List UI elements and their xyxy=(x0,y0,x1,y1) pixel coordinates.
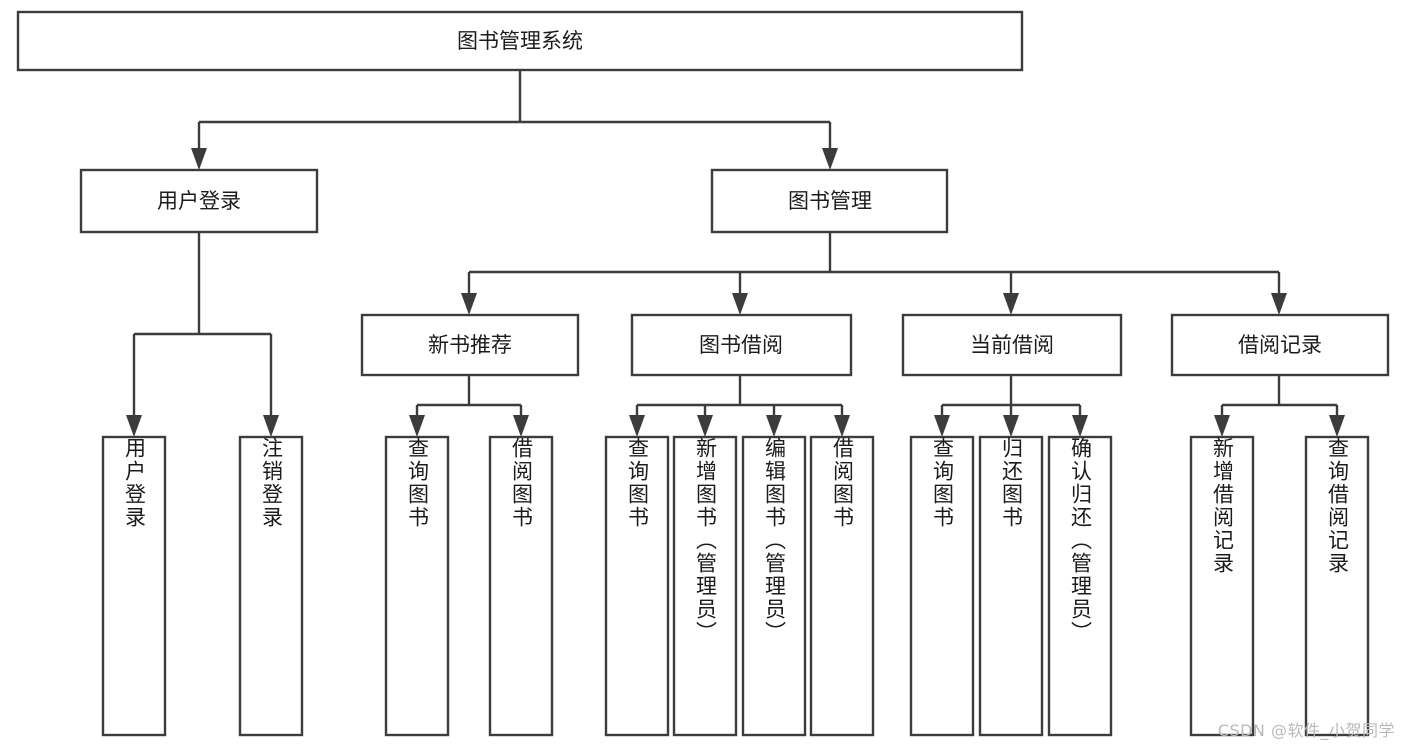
arrow-head-user-login-leaf-0 xyxy=(126,415,142,437)
arrow-head-book-mgmt xyxy=(822,148,838,170)
node-records[interactable] xyxy=(1170,313,1390,377)
connector-group-records xyxy=(1214,375,1345,437)
arrow-head-borrow-leaf-2 xyxy=(766,415,782,437)
arrow-head-borrow-leaf-0 xyxy=(629,415,645,437)
node-new-books[interactable] xyxy=(360,313,580,377)
node-leaf-borrow-2[interactable] xyxy=(741,435,807,737)
label-borrow: 图书借阅 xyxy=(699,333,783,357)
arrow-head-new-books-leaf-0 xyxy=(409,415,425,437)
arrow-head-new-books xyxy=(461,293,477,315)
node-leaf-current-2[interactable] xyxy=(1047,435,1113,737)
watermark-text: CSDN @软件_小贺同学 xyxy=(1217,721,1395,740)
node-boxes xyxy=(16,10,1390,737)
node-leaf-current-0[interactable] xyxy=(909,435,975,737)
arrow-head-current-leaf-1 xyxy=(1003,415,1019,437)
connector-group-book-mgmt xyxy=(461,232,1287,315)
node-leaf-records-1[interactable] xyxy=(1304,435,1370,737)
arrow-head-user-login-leaf-1 xyxy=(263,415,279,437)
node-leaf-new-books-1[interactable] xyxy=(488,435,554,737)
node-leaf-records-0[interactable] xyxy=(1189,435,1255,737)
arrow-head-new-books-leaf-1 xyxy=(513,415,529,437)
arrow-head-borrow xyxy=(732,293,748,315)
node-leaf-borrow-0[interactable] xyxy=(604,435,670,737)
node-leaf-new-books-0[interactable] xyxy=(384,435,450,737)
node-leaf-user-login-0[interactable] xyxy=(101,435,167,737)
connector-group-borrow xyxy=(629,375,850,437)
arrow-head-current-leaf-2 xyxy=(1072,415,1088,437)
label-book-mgmt: 图书管理 xyxy=(788,189,872,213)
node-user-login[interactable] xyxy=(79,168,319,234)
arrow-head-records-leaf-0 xyxy=(1214,415,1230,437)
arrow-head-records xyxy=(1271,293,1287,315)
label-root: 图书管理系统 xyxy=(457,29,583,53)
node-leaf-user-login-1[interactable] xyxy=(238,435,304,737)
node-leaf-borrow-1[interactable] xyxy=(672,435,738,737)
node-leaf-borrow-3[interactable] xyxy=(809,435,875,737)
connector-group-user-login xyxy=(126,232,279,437)
arrow-head-user-login xyxy=(191,148,207,170)
label-records: 借阅记录 xyxy=(1238,333,1322,357)
node-book-mgmt[interactable] xyxy=(710,168,949,234)
label-new-books: 新书推荐 xyxy=(428,333,512,357)
node-root[interactable] xyxy=(16,10,1024,72)
arrow-head-current-leaf-0 xyxy=(934,415,950,437)
node-current[interactable] xyxy=(901,313,1123,377)
arrow-head-current xyxy=(1003,293,1019,315)
connector-group-new-books xyxy=(409,375,529,437)
label-user-login: 用户登录 xyxy=(157,189,241,213)
arrow-head-records-leaf-1 xyxy=(1329,415,1345,437)
arrow-head-borrow-leaf-1 xyxy=(697,415,713,437)
node-labels-horizontal: 图书管理系统 用户登录 图书管理 新书推荐 图书借阅 当前借阅 借阅记录 xyxy=(157,29,1322,357)
connector-group-root xyxy=(191,70,838,170)
node-leaf-current-1[interactable] xyxy=(978,435,1044,737)
connector-group-current xyxy=(934,375,1088,437)
arrow-head-borrow-leaf-3 xyxy=(834,415,850,437)
label-current: 当前借阅 xyxy=(970,333,1054,357)
node-borrow[interactable] xyxy=(630,313,853,377)
